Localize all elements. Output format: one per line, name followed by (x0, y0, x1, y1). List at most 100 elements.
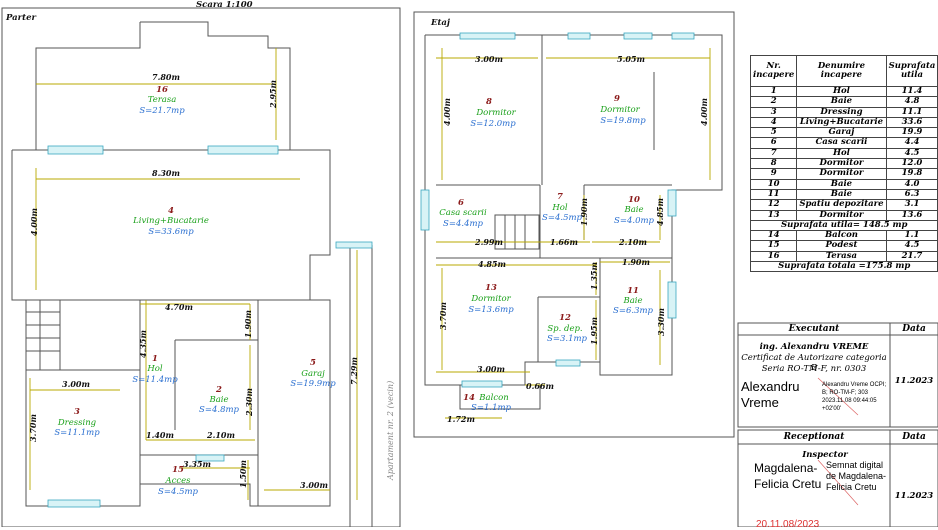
svg-text:S=19.9mp: S=19.9mp (290, 379, 336, 389)
cell-area: 4.5 (885, 240, 938, 252)
cell-area: 6.3 (885, 188, 938, 201)
window (47, 145, 104, 155)
table-header: Denumire incapere (796, 55, 887, 87)
svg-text:5: 5 (310, 358, 316, 368)
dim-label: 1.72m (447, 414, 475, 424)
scale-label: Scara 1:100 (196, 0, 253, 10)
receptionat-signature-details: Semnat digital de Magdalena-Felicia Cret… (826, 460, 887, 492)
svg-text:S=4.8mp: S=4.8mp (199, 405, 240, 415)
executant-signature-name: Alexandru Vreme (741, 379, 800, 410)
svg-text:13: 13 (485, 283, 497, 293)
cell-number: 3 (749, 106, 798, 118)
signature-stroke (817, 459, 859, 506)
dim-label: 2.95m (268, 80, 278, 109)
svg-text:Baie: Baie (208, 395, 228, 405)
svg-text:8: 8 (486, 97, 492, 107)
dim-label: 3.00m (300, 480, 328, 490)
svg-text:10: 10 (628, 195, 640, 205)
svg-text:6: 6 (458, 198, 464, 208)
svg-text:S=4.0mp: S=4.0mp (614, 216, 655, 226)
etaj-title: Etaj (430, 18, 450, 28)
svg-text:S=12.0mp: S=12.0mp (470, 119, 516, 129)
neighbor-label: Apartament nr. 2 (vecin) (386, 381, 395, 481)
svg-text:S=4.5mp: S=4.5mp (542, 213, 583, 223)
executant-serie: Seria RO-TM-F, nr. 0303 (761, 364, 867, 374)
executant-data-header: Data (902, 324, 926, 334)
cell-name: Dormitor (796, 168, 887, 180)
svg-text:S=4.5mp: S=4.5mp (158, 487, 199, 497)
svg-text:Hol: Hol (551, 203, 568, 213)
svg-text:Dressing: Dressing (57, 418, 97, 428)
dim-label: 4.70m (165, 302, 193, 312)
cell-number: 1 (749, 85, 798, 98)
svg-text:7: 7 (557, 192, 563, 202)
room-label-balcon: 14 Balcon S=1.1mp (463, 393, 511, 413)
table-header: Suprafata utila (885, 55, 938, 87)
dim-label: 8.30m (152, 168, 180, 178)
svg-text:S=3.1mp: S=3.1mp (547, 334, 588, 344)
cell-name: Balcon (796, 230, 887, 242)
cell-area: 21.7 (885, 250, 938, 263)
dim-label: 3.00m (475, 54, 503, 64)
window (671, 32, 695, 40)
parter-dimensions (29, 48, 358, 500)
cell-area: 33.6 (885, 116, 938, 129)
receptionat-date: 11.2023 (894, 491, 934, 501)
svg-text:16: 16 (156, 85, 168, 95)
dim-label: 3.35m (183, 459, 211, 469)
cell-area: 4.0 (885, 178, 938, 190)
window (47, 499, 101, 508)
cell-area: 3.1 (885, 199, 938, 211)
room-label-acces: 15 Acces S=4.5mp (158, 465, 199, 497)
cell-name: Hol (796, 147, 887, 160)
cell-name: Garaj (796, 127, 887, 139)
dim-label: 7.29m (349, 357, 359, 385)
dim-label: 4.85m (478, 259, 506, 269)
window (461, 380, 503, 388)
dim-label: 2.99m (474, 237, 503, 247)
window (335, 241, 373, 249)
room-label-casa-scarii: 6 Casa scarii S=4.4mp (439, 198, 487, 229)
svg-text:S=1.1mp: S=1.1mp (471, 403, 512, 413)
parter-title: Parter (5, 13, 36, 23)
svg-text:3: 3 (74, 407, 80, 417)
terrace-walls (35, 21, 291, 151)
dim-label: 4.35m (138, 330, 148, 358)
executant-frame (737, 322, 938, 428)
dim-label: 2.30m (244, 388, 254, 417)
room-label-hol-etaj: 7 Hol S=4.5mp (542, 192, 583, 223)
dim-label: 0.66m (526, 381, 554, 391)
cell-name: Podest (796, 240, 887, 252)
svg-text:Casa scarii: Casa scarii (439, 208, 487, 218)
cell-number: 12 (749, 199, 798, 211)
dim-label: 1.40m (146, 430, 174, 440)
svg-text:15: 15 (172, 465, 184, 475)
window (567, 32, 591, 40)
svg-text:Balcon: Balcon (478, 393, 508, 403)
dim-label: 1.50m (238, 460, 248, 488)
dim-label: 4.85m (655, 198, 665, 226)
window (420, 189, 430, 231)
cell-name: Dormitor (796, 209, 887, 221)
svg-text:Garaj: Garaj (301, 369, 325, 379)
dim-label: 2.10m (206, 430, 235, 440)
cell-name: Baie (796, 178, 887, 190)
svg-text:S=11.4mp: S=11.4mp (132, 375, 178, 385)
cell-name: Spatiu depozitare (796, 199, 887, 211)
cell-number: 5 (749, 127, 798, 139)
cell-number: 14 (749, 230, 798, 242)
cell-area: 19.8 (885, 168, 938, 180)
signature-stroke (817, 377, 859, 416)
table-header-row: Nr. incapere Denumire incapere Suprafata… (749, 55, 938, 87)
etaj-dimensions (436, 48, 711, 419)
